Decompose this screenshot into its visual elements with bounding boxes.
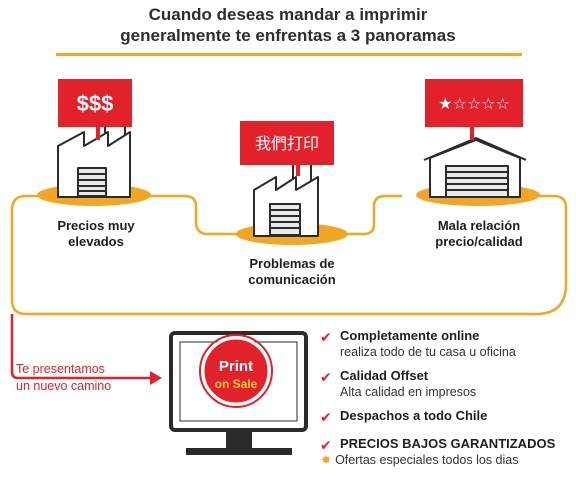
rating-sign: ★☆☆☆☆: [425, 79, 523, 140]
scenario-label-1: Precios muy elevados: [57, 218, 135, 249]
check-icon: ✔: [320, 437, 332, 453]
logo-text-print: Print: [219, 358, 253, 375]
chinese-sign: 我們打印: [240, 121, 334, 176]
check-icon: ✔: [320, 409, 332, 425]
feature-item: ✔ Completamente online realiza todo de t…: [320, 328, 516, 359]
star-rating: ★☆☆☆☆: [438, 94, 510, 113]
scenario-label-2: Problemas de comunicación: [248, 256, 336, 287]
orange-path: [10, 194, 568, 316]
factory-icon: [57, 121, 131, 198]
feature-item: ✔ Despachos a todo Chile: [320, 408, 488, 425]
new-path-caption: Te presentamos un nuevo camino: [16, 362, 112, 393]
scenario-label-3: Mala relación precio/calidad: [435, 218, 523, 249]
sign-text-2: 我們打印: [255, 134, 319, 153]
sign-text-1: $$$: [77, 91, 114, 116]
print-on-sale-logo: Print on Sale: [199, 334, 273, 408]
feature-item: ✔ Calidad Offset Alta calidad en impreso…: [320, 368, 477, 399]
page-title: Cuando deseas mandar a imprimir generalm…: [120, 5, 456, 45]
price-sign: $$$: [58, 79, 132, 140]
warehouse-icon: [423, 137, 527, 198]
features-list: ✔ Completamente online realiza todo de t…: [318, 328, 574, 476]
arrow-right-icon: [150, 371, 162, 385]
sun-icon: ✸: [321, 453, 332, 467]
title-underline: [56, 53, 522, 56]
logo-text-onsale: on Sale: [215, 377, 258, 391]
feature-item: ✔ PRECIOS BAJOS GARANTIZADOS ✸Ofertas es…: [320, 436, 556, 467]
factory-icon-2: [253, 159, 319, 237]
check-icon: ✔: [320, 329, 332, 345]
check-icon: ✔: [320, 369, 332, 385]
red-arrow-path: [10, 314, 150, 380]
